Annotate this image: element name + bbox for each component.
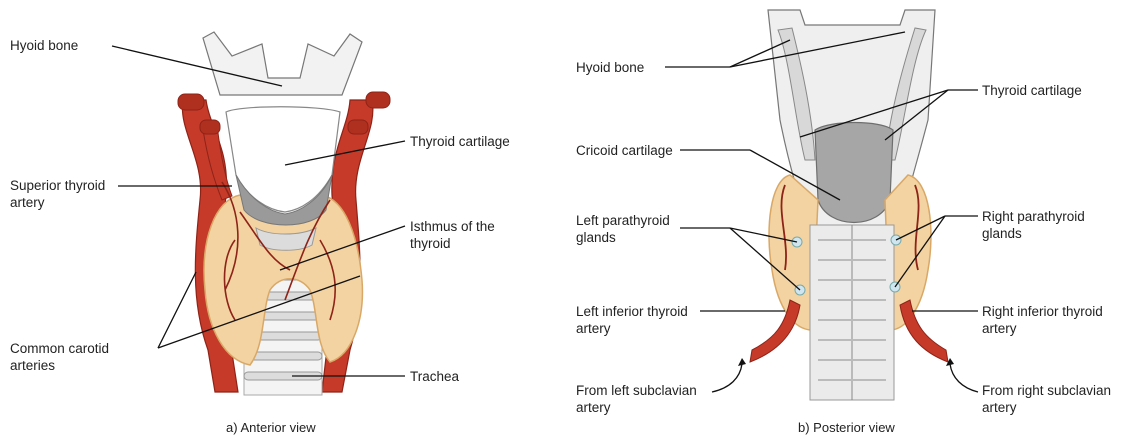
label-left-inferior-line2: artery <box>576 320 688 337</box>
label-common-carotid: Common carotid arteries <box>10 340 109 374</box>
left-inferior-thyroid-artery <box>750 300 800 362</box>
caption-posterior-view: b) Posterior view <box>798 420 895 435</box>
label-right-parathyroid: Right parathyroid glands <box>982 208 1085 242</box>
label-hyoid-bone-posterior: Hyoid bone <box>576 59 644 76</box>
label-right-inferior-thyroid: Right inferior thyroid artery <box>982 303 1103 337</box>
label-from-left-line2: artery <box>576 399 697 416</box>
label-right-parathyroid-line2: glands <box>982 225 1085 242</box>
right-subclavian-arrow <box>950 364 978 392</box>
label-isthmus-line1: Isthmus of the <box>410 218 495 235</box>
label-isthmus: Isthmus of the thyroid <box>410 218 495 252</box>
label-right-inferior-line1: Right inferior thyroid <box>982 303 1103 320</box>
label-common-carotid-line2: arteries <box>10 357 109 374</box>
label-common-carotid-line1: Common carotid <box>10 340 109 357</box>
left-subclavian-arrow <box>712 364 742 392</box>
label-superior-thyroid-line2: artery <box>10 194 105 211</box>
label-from-left-subclavian: From left subclavian artery <box>576 382 697 416</box>
posterior-view-figure <box>712 10 978 400</box>
label-superior-thyroid-artery: Superior thyroid artery <box>10 177 105 211</box>
label-superior-thyroid-line1: Superior thyroid <box>10 177 105 194</box>
label-from-right-subclavian: From right subclavian artery <box>982 382 1111 416</box>
label-left-parathyroid: Left parathyroid glands <box>576 212 670 246</box>
anterior-view-figure <box>178 32 390 395</box>
label-cricoid-cartilage: Cricoid cartilage <box>576 142 673 159</box>
label-left-inferior-line1: Left inferior thyroid <box>576 303 688 320</box>
trachea-posterior <box>810 225 894 400</box>
label-hyoid-bone-anterior: Hyoid bone <box>10 37 78 54</box>
label-left-parathyroid-line2: glands <box>576 229 670 246</box>
label-thyroid-cartilage-posterior: Thyroid cartilage <box>982 82 1082 99</box>
right-inferior-thyroid-artery <box>900 300 948 362</box>
hyoid-bone-anterior <box>203 32 362 95</box>
label-thyroid-cartilage-anterior: Thyroid cartilage <box>410 133 510 150</box>
label-from-right-line2: artery <box>982 399 1111 416</box>
label-trachea: Trachea <box>410 368 459 385</box>
label-from-right-line1: From right subclavian <box>982 382 1111 399</box>
label-right-parathyroid-line1: Right parathyroid <box>982 208 1085 225</box>
label-left-parathyroid-line1: Left parathyroid <box>576 212 670 229</box>
label-left-inferior-thyroid: Left inferior thyroid artery <box>576 303 688 337</box>
label-from-left-line1: From left subclavian <box>576 382 697 399</box>
label-right-inferior-line2: artery <box>982 320 1103 337</box>
label-isthmus-line2: thyroid <box>410 235 495 252</box>
cricoid-cartilage-posterior <box>815 123 893 223</box>
caption-anterior-view: a) Anterior view <box>226 420 316 435</box>
